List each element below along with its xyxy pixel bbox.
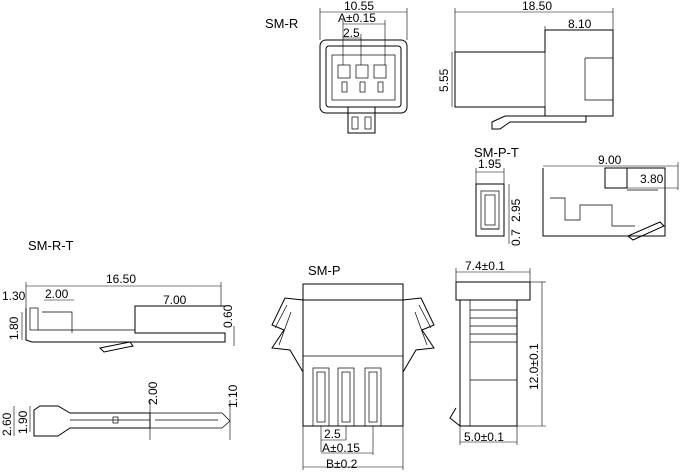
dim-sm-r-a: A±0.15 <box>338 11 376 25</box>
dim-sm-r-t-low3: 2.60 <box>0 412 14 436</box>
dim-sm-r-t-h2: 0.60 <box>221 304 235 328</box>
dim-sm-p-side-b: 5.0±0.1 <box>464 430 504 444</box>
dim-sm-r-t-low1: 2.00 <box>146 381 160 405</box>
sm-p-side-dims <box>455 268 546 445</box>
dim-sm-r-side-h: 5.55 <box>437 68 451 92</box>
dim-sm-p-b: B±0.2 <box>326 457 358 471</box>
dim-sm-r-side-sub: 8.10 <box>568 17 592 31</box>
dim-sm-p-side-w: 7.4±0.1 <box>465 259 505 273</box>
sm-p-t-front-dims <box>475 168 510 244</box>
label-sm-p: SM-P <box>308 263 341 278</box>
label-sm-r: SM-R <box>265 16 298 31</box>
dim-sm-r-t-low4: 1.90 <box>16 410 30 434</box>
label-sm-r-t: SM-R-T <box>28 238 74 253</box>
sm-r-front-dims <box>319 8 408 65</box>
dim-sm-r-t-a: 1.30 <box>2 289 26 303</box>
dim-sm-p-t-len: 9.00 <box>598 153 622 167</box>
dim-sm-p-t-w: 1.95 <box>478 157 502 171</box>
sm-p-t-front-view <box>475 183 505 237</box>
sm-r-t-side-dims <box>21 282 235 346</box>
sm-p-side-view <box>449 281 531 427</box>
dim-sm-p-pitch: 2.5 <box>324 427 341 441</box>
dim-sm-r-t-h1: 1.80 <box>7 316 21 340</box>
dim-sm-p-t-h1: 2.95 <box>509 198 523 222</box>
sm-r-side-view <box>454 29 614 130</box>
dim-sm-p-t-h2: 0.7 <box>509 229 523 246</box>
dim-sm-r-t-len: 16.50 <box>106 272 136 286</box>
label-sm-p-t: SM-P-T <box>474 145 519 160</box>
sm-p-front-view <box>271 283 435 427</box>
dim-sm-p-t-sub: 3.80 <box>640 172 664 186</box>
sm-r-t-top-view <box>33 405 231 437</box>
sm-p-t-side-view <box>542 167 666 241</box>
dim-sm-r-side-len: 18.50 <box>522 0 552 13</box>
dim-sm-r-t-b: 2.00 <box>45 287 69 301</box>
dim-sm-p-side-h: 12.0±0.1 <box>527 343 541 390</box>
sm-r-side-dims <box>451 8 614 107</box>
sm-r-t-top-dims <box>13 400 231 440</box>
dim-sm-r-pitch: 2.5 <box>343 26 360 40</box>
dim-sm-r-width: 10.55 <box>344 0 374 13</box>
dim-sm-r-t-c: 7.00 <box>163 293 187 307</box>
sm-r-front-view <box>319 39 408 134</box>
sm-p-t-side-dims <box>543 162 679 190</box>
sm-r-t-side-view <box>25 305 226 353</box>
sm-p-front-dims <box>302 426 404 470</box>
dim-sm-p-a: A±0.15 <box>322 441 360 455</box>
dim-sm-r-t-low2: 1.10 <box>226 384 240 408</box>
